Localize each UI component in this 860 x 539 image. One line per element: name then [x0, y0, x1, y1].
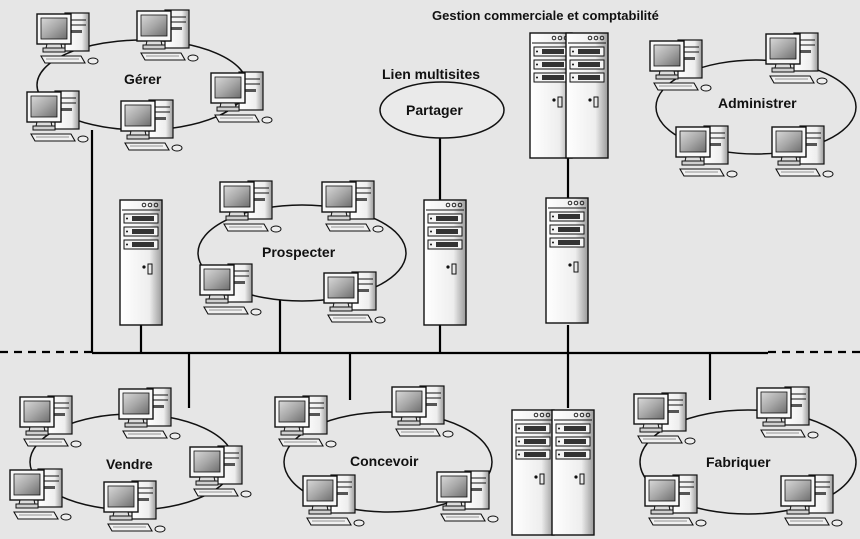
desktop-computer-icon — [633, 392, 696, 445]
server-icon — [545, 197, 589, 324]
desktop-computer-icon — [9, 468, 72, 521]
label-administrer: Administrer — [718, 95, 797, 111]
desktop-computer-icon — [26, 90, 89, 143]
desktop-computer-icon — [644, 474, 707, 527]
label-lien-multisites: Lien multisites — [382, 66, 481, 82]
network-links — [0, 130, 860, 408]
desktop-computer-icon — [321, 180, 384, 233]
label-gestion: Gestion commerciale et comptabilité — [432, 8, 659, 23]
label-partager: Partager — [406, 102, 463, 118]
desktop-computer-icon — [649, 39, 712, 92]
desktop-computer-icon — [274, 395, 337, 448]
ring-fabriquer — [639, 409, 857, 515]
desktop-computer-icon — [210, 71, 273, 124]
desktop-computer-icon — [765, 32, 828, 85]
desktop-computer-icon — [189, 445, 252, 498]
ring-prospecter — [197, 204, 407, 302]
server-icon — [551, 409, 595, 536]
label-prospecter: Prospecter — [262, 244, 336, 260]
server-icon — [423, 199, 467, 326]
desktop-computer-icon — [120, 99, 183, 152]
desktop-computer-icon — [771, 125, 834, 178]
desktop-computer-icon — [302, 474, 365, 527]
server-icon — [511, 409, 555, 536]
desktop-computer-icon — [136, 9, 199, 62]
desktop-computer-icon — [219, 180, 282, 233]
desktop-computer-icon — [118, 387, 181, 440]
ring-administrer — [655, 59, 857, 155]
ring-concevoir — [283, 411, 493, 513]
label-gerer: Gérer — [124, 71, 162, 87]
label-fabriquer: Fabriquer — [706, 454, 771, 470]
desktop-computer-icon — [36, 12, 99, 65]
desktop-computer-icon — [19, 395, 82, 448]
desktop-computer-icon — [199, 263, 262, 316]
ring-partager — [379, 81, 505, 139]
desktop-computer-icon — [436, 470, 499, 523]
desktop-computer-icon — [756, 386, 819, 439]
desktop-computer-icon — [323, 271, 386, 324]
server-icon — [565, 32, 609, 159]
desktop-computer-icon — [391, 385, 454, 438]
server-icon — [119, 199, 163, 326]
desktop-computer-icon — [780, 474, 843, 527]
label-vendre: Vendre — [106, 456, 153, 472]
label-concevoir: Concevoir — [350, 453, 419, 469]
desktop-computer-icon — [103, 480, 166, 533]
desktop-computer-icon — [675, 125, 738, 178]
